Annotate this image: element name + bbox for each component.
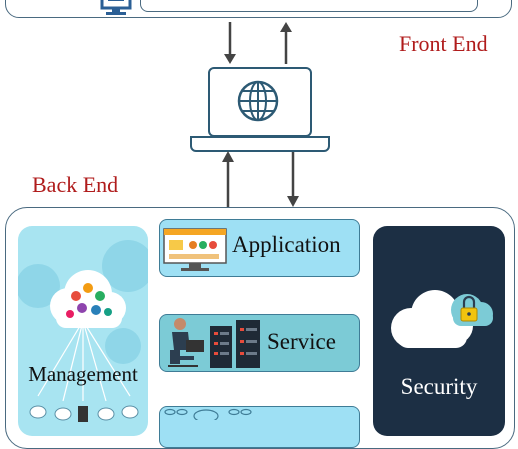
security-label: Security (400, 374, 478, 399)
application-label: Application (232, 232, 341, 257)
front-end-bar (140, 0, 478, 12)
cloud-lock-icon (391, 290, 493, 348)
developer-server-icon (168, 318, 260, 368)
back-end-label: Back End (32, 172, 119, 197)
web-app-icon (163, 228, 227, 271)
management-label: Management (28, 362, 138, 386)
front-connection-arrows (224, 22, 292, 64)
laptop-base (190, 136, 330, 152)
service-label: Service (267, 329, 336, 354)
back-connection-arrows (222, 151, 299, 208)
database-icon (164, 408, 252, 420)
cloud-network-icon (18, 240, 148, 422)
globe-icon (237, 80, 279, 122)
management-panel (18, 226, 148, 436)
computer-icon (100, 0, 132, 15)
front-end-label: Front End (399, 31, 488, 56)
